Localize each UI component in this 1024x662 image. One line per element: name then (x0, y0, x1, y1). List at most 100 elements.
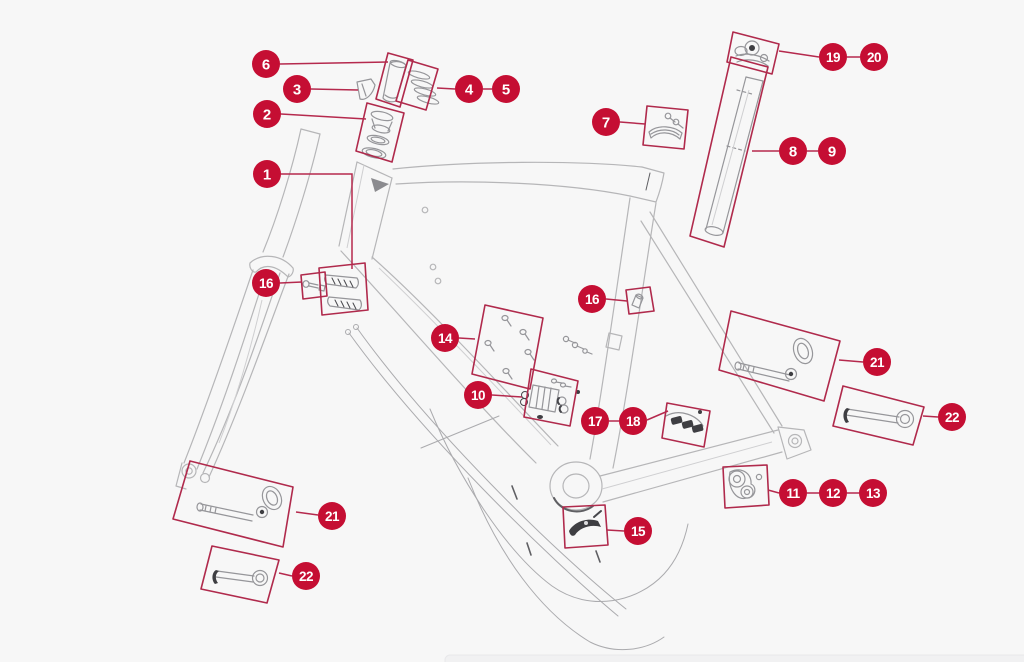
part-box-derailleur-hanger (722, 464, 770, 509)
leader-line-10 (491, 394, 523, 398)
callout-badge-17: 17 (581, 407, 609, 435)
leader-line-19 (778, 50, 820, 58)
part-box-grommets (661, 402, 711, 448)
part-box-seat-clamp (642, 105, 689, 150)
headset-spacers-part (407, 70, 440, 105)
callout-badge-9: 9 (818, 137, 846, 165)
callout-badge-5: 5 (492, 75, 520, 103)
part-box-stem-cover (375, 52, 414, 108)
callout-badge-21a: 21 (318, 502, 346, 530)
part-box-chain-catcher (562, 504, 609, 549)
part-box-front-axle (200, 545, 280, 604)
part-box-derailleur-mount (523, 368, 579, 427)
callout-number: 4 (465, 81, 474, 98)
callout-badge-10: 10 (464, 381, 492, 409)
part-box-bolt-16-left (300, 271, 328, 300)
leader-line-21b (838, 359, 864, 363)
downtube-covers-part (324, 274, 362, 311)
seat-clamp-wedge-part (648, 112, 684, 140)
leader-line-11 (767, 489, 780, 494)
part-box-spacers (395, 59, 439, 111)
callout-number: 5 (502, 81, 510, 98)
leader-line-16a (279, 281, 303, 284)
callout-number: 1 (263, 166, 271, 183)
callout-number: 2 (263, 106, 271, 123)
callout-number: 8 (789, 143, 797, 160)
callout-badge-20: 20 (860, 43, 888, 71)
leader-line-7 (619, 121, 646, 125)
seatpost-part (704, 76, 764, 236)
headset-bearings-part (361, 110, 394, 159)
callout-badge-21b: 21 (863, 348, 891, 376)
part-box-front-thru-axle (172, 460, 294, 548)
callout-number: 12 (826, 486, 840, 501)
cable-grommets-part (665, 410, 704, 433)
callout-number: 15 (631, 524, 646, 539)
stem-wedge-part (356, 78, 376, 100)
leader-line-4 (436, 87, 456, 90)
front-axle-part (212, 569, 269, 587)
callout-number: 16 (259, 276, 274, 291)
front-thru-axle-part (196, 485, 283, 522)
callout-number: 3 (293, 81, 301, 98)
chain-catcher-part (569, 510, 602, 536)
callout-badge-19: 19 (819, 43, 847, 71)
callout-badge-22b: 22 (938, 403, 966, 431)
callout-number: 17 (588, 414, 602, 429)
part-box-downtube-covers (318, 262, 369, 316)
part-box-rear-axle (832, 385, 925, 446)
bottom-card-edge (444, 654, 1024, 662)
callout-badge-18: 18 (619, 407, 647, 435)
leader-line-6 (279, 61, 389, 65)
leader-line-15 (606, 529, 625, 532)
part-highlight-boxes (172, 31, 925, 604)
derailleur-hanger-part (728, 469, 763, 500)
callout-badge-8: 8 (779, 137, 807, 165)
callout-number: 11 (786, 486, 800, 501)
callout-badge-16a: 16 (252, 269, 280, 297)
bolt-16-left-part (302, 280, 326, 292)
frame-artwork (338, 161, 812, 513)
leader-line-14 (458, 337, 476, 340)
rear-axle-part (843, 408, 915, 429)
callout-number: 20 (867, 50, 881, 65)
leader-line-2 (280, 113, 367, 120)
callout-badge-12: 12 (819, 479, 847, 507)
callout-number: 7 (602, 114, 610, 131)
callout-number: 6 (262, 56, 270, 73)
part-box-wedge-16-right (625, 286, 655, 315)
part-box-rear-thru-axle (718, 310, 841, 402)
callout-badge-7: 7 (592, 108, 620, 136)
leader-line-1 (281, 173, 353, 269)
callout-badge-13: 13 (859, 479, 887, 507)
callout-badge-1: 1 (253, 160, 281, 188)
callout-badge-4: 4 (455, 75, 483, 103)
callout-number: 10 (471, 388, 485, 403)
fork-artwork (175, 128, 321, 490)
leader-line-3 (310, 88, 359, 91)
callout-number: 22 (299, 569, 313, 584)
callout-number: 13 (866, 486, 881, 501)
callout-number: 21 (870, 355, 885, 370)
callout-badge-2: 2 (253, 100, 281, 128)
callout-number: 14 (438, 331, 453, 346)
derailleur-mount-part (520, 378, 580, 419)
callout-number: 22 (945, 410, 959, 425)
leader-line-22b (922, 415, 939, 418)
leader-line-18 (646, 410, 669, 421)
wedge-16-right-part (631, 293, 644, 309)
saddle-clamp-part (734, 40, 770, 67)
part-box-frame-bolts (471, 304, 544, 390)
leader-lines (278, 50, 939, 577)
callout-badge-16b: 16 (578, 285, 606, 313)
callout-badge-11: 11 (779, 479, 807, 507)
part-box-seatpost (689, 56, 769, 248)
leader-line-22a (278, 572, 293, 577)
callout-number: 9 (828, 143, 836, 160)
callout-badge-6: 6 (252, 50, 280, 78)
part-box-headset (355, 102, 405, 163)
callout-number: 16 (585, 292, 600, 307)
cables-artwork (345, 324, 689, 651)
rear-thru-axle-part (734, 337, 814, 382)
callout-number: 18 (626, 414, 641, 429)
